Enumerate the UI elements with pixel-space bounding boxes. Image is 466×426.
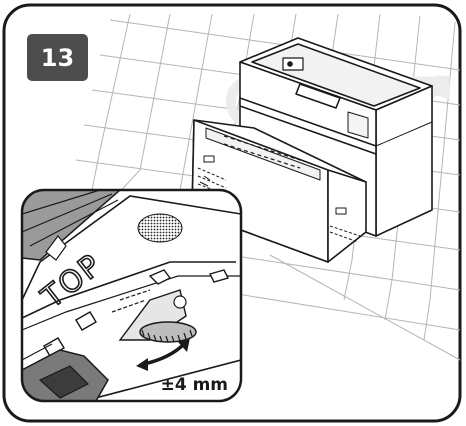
adjustment-wheel-icon: [118, 289, 197, 343]
detail-inset-border: [20, 188, 243, 403]
step-badge: 13: [27, 34, 88, 81]
rotate-arrow-icon: [136, 338, 190, 371]
detail-inset: TOP: [20, 188, 243, 403]
step-number: 13: [41, 44, 74, 72]
ventilation-grid-icon: [137, 213, 183, 243]
adjustment-range-label: ±4 mm: [161, 375, 228, 395]
step-badge-box: [27, 34, 88, 81]
